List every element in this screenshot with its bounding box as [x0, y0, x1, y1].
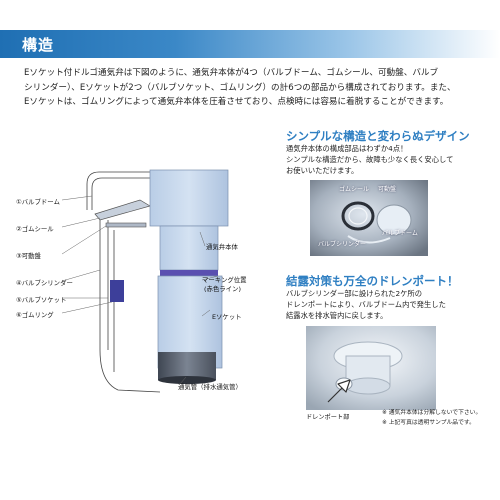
- section1-line: 通気弁本体の構成部品はわずか4点！: [286, 144, 408, 153]
- rubber-seal-shape: [94, 199, 151, 221]
- movable-disc-shape: [105, 222, 147, 228]
- intro-line: Eソケットは、ゴムリングによって通気弁本体を圧着させており、点検時には容易に着脱…: [24, 97, 449, 107]
- section2-heading: 結露対策も万全のドレンポート！: [286, 274, 459, 288]
- drain-pointer-arrow: [327, 379, 351, 403]
- vent-pipe-end: [158, 376, 216, 384]
- exploded-parts-photo: [310, 180, 428, 256]
- section1-heading: シンプルな構造と変わらぬデザイン: [286, 129, 470, 143]
- gasket-ring-shape: [341, 201, 375, 231]
- section1-paragraph: 通気弁本体の構成部品はわずか4点！ シンプルな構造だから、故障も少なく長く安心し…: [286, 143, 453, 177]
- section-title: 構造: [22, 36, 55, 54]
- label-marking-sub: (赤色ライン): [204, 285, 241, 293]
- section2-line: ドレンポートにより、バルブドーム内で発生した: [286, 300, 446, 310]
- photo-label-valve-dome: バルブドーム: [382, 230, 418, 237]
- label-movable-disc: ③可動盤: [16, 252, 41, 260]
- label-vent-pipe: 通気管（排水通気管）: [178, 383, 242, 391]
- section2-paragraph: バルブシリンダー部に設けられた2ケ所の ドレンポートにより、バルブドーム内で発生…: [286, 288, 446, 322]
- label-rubber-seal: ②ゴムシール: [16, 225, 54, 233]
- section-header-bar: [0, 30, 500, 58]
- leader-lines: [61, 195, 219, 385]
- section2-line: バルブシリンダー部に設けられた2ケ所の: [286, 289, 422, 298]
- label-rubber-ring: ⑥ゴムリング: [16, 311, 54, 319]
- drain-port-label: ドレンポート部: [306, 414, 350, 421]
- label-valve-socket: ⑤バルブソケット: [16, 296, 67, 304]
- photo-label-valve-cylinder: バルブシリンダー: [318, 241, 367, 248]
- valve-dome-body: [149, 169, 229, 227]
- vent-pipe: [158, 352, 216, 380]
- section2-line: 結露水を排水管内に戻します。: [286, 311, 388, 321]
- label-valve-dome: ①バルブドーム: [16, 198, 60, 206]
- label-valve-cylinder: ④バルブシリンダー: [16, 279, 73, 287]
- rubber-ring-shape: [110, 280, 124, 302]
- valve-cross-section-diagram: [61, 169, 229, 393]
- section1-line: お使いいただけます。: [286, 166, 359, 176]
- note-line: ※ 上記写真は透明サンプル品です。: [382, 420, 475, 426]
- photo-label-movable-disc: 可動盤: [378, 186, 397, 193]
- intro-line: シリンダー）、Eソケットが2つ（バルブソケット、ゴムリング）の計6つの部品から構…: [24, 82, 456, 93]
- note-line: ※ 通気弁本体は分解しないで下さい。: [382, 410, 482, 416]
- label-esocket: Eソケット: [212, 313, 242, 321]
- photo-label-rubber-seal: ゴムシール: [339, 186, 370, 193]
- marking-line: [160, 270, 218, 276]
- label-marking: マーキング位置: [202, 276, 247, 284]
- drain-port-photo: [306, 326, 436, 410]
- intro-line: Eソケット付ドルゴ通気弁は下図のように、通気弁本体が4つ（バルブドーム、ゴムシー…: [24, 68, 439, 78]
- dome-part-shape: [376, 204, 412, 236]
- intro-paragraph: Eソケット付ドルゴ通気弁は下図のように、通気弁本体が4つ（バルブドーム、ゴムシー…: [24, 66, 484, 110]
- label-valve-body: 通気弁本体: [206, 243, 238, 251]
- section1-line: シンプルな構造だから、故障も少なく長く安心して: [286, 155, 454, 165]
